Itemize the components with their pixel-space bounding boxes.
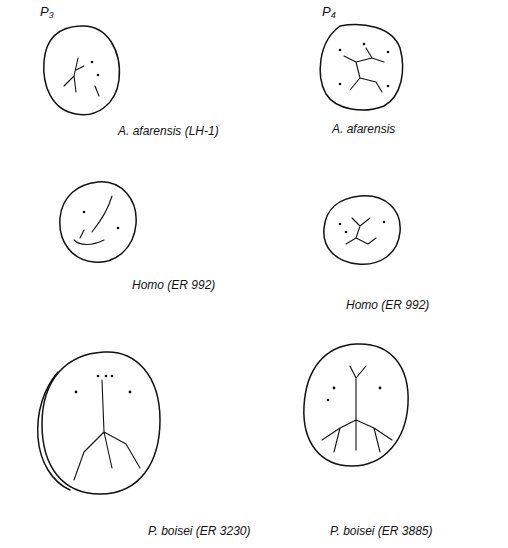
specimen-label: Homo (ER 992) [132,278,215,292]
tooth-outline [320,25,402,110]
specimen-label: P. boisei (ER 3230) [148,524,251,538]
specimen-label: A. afarensis (LH-1) [118,124,219,138]
specimen-label: A. afarensis [332,122,395,136]
tooth-outline [324,196,400,264]
tooth-outline [44,26,120,115]
tooth-position-label: P₄ [322,4,336,20]
specimen-label: P. boisei (ER 3885) [330,524,433,538]
tooth-outline [60,182,136,262]
specimen-label: Homo (ER 992) [346,298,429,312]
tooth-outline [304,344,408,466]
tooth-position-label: P₃ [40,4,54,20]
tooth-outline [38,352,160,494]
